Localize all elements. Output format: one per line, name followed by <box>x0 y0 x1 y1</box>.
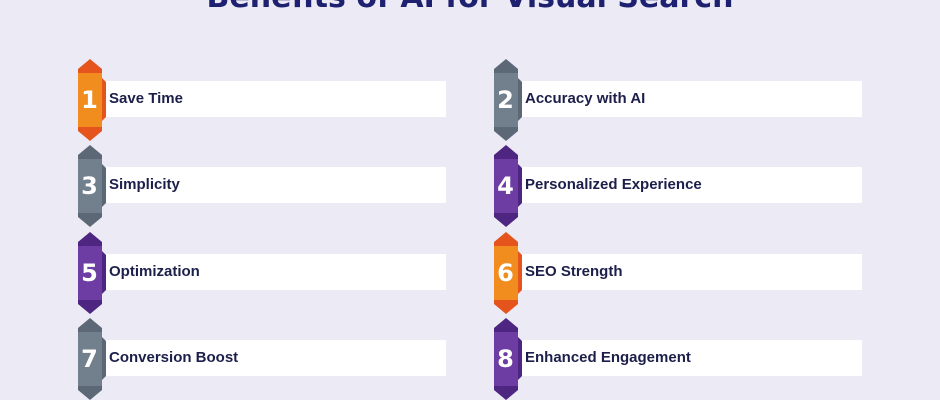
number-marker <box>78 59 106 141</box>
benefit-item-3: 3 Simplicity <box>78 145 448 227</box>
benefit-label: Enhanced Engagement <box>525 349 691 366</box>
benefit-item-4: 4 Personalized Experience <box>494 145 864 227</box>
benefit-number: 8 <box>497 345 514 373</box>
benefit-number: 5 <box>81 259 98 287</box>
number-marker <box>494 59 522 141</box>
page-title: Benefits of AI for Visual Search <box>0 0 940 16</box>
benefit-number: 1 <box>81 86 98 114</box>
benefit-bar <box>104 340 446 376</box>
benefit-label: Simplicity <box>109 176 180 193</box>
benefit-number: 3 <box>81 172 98 200</box>
benefit-bar <box>520 254 862 290</box>
benefit-number: 4 <box>497 172 514 200</box>
benefit-label: Conversion Boost <box>109 349 239 366</box>
number-marker <box>78 318 106 400</box>
benefit-label: SEO Strength <box>525 263 623 280</box>
benefit-label: Save Time <box>109 90 183 107</box>
benefit-number: 7 <box>81 345 98 373</box>
benefit-item-8: 8 Enhanced Engagement <box>494 318 864 400</box>
number-marker <box>494 145 522 227</box>
benefit-item-2: 2 Accuracy with AI <box>494 59 864 141</box>
benefit-label: Accuracy with AI <box>525 90 646 107</box>
benefit-label: Optimization <box>109 263 200 280</box>
benefit-bar <box>104 81 446 117</box>
benefit-item-6: 6 SEO Strength <box>494 232 864 314</box>
benefit-item-1: 1 Save Time <box>78 59 448 141</box>
benefit-bar <box>520 340 862 376</box>
benefit-bar <box>104 167 446 203</box>
number-marker <box>494 232 522 314</box>
benefit-label: Personalized Experience <box>525 176 702 193</box>
number-marker <box>78 232 106 314</box>
number-marker <box>494 318 522 400</box>
benefit-item-7: 7 Conversion Boost <box>78 318 448 400</box>
benefit-number: 6 <box>497 259 514 287</box>
benefit-item-5: 5 Optimization <box>78 232 448 314</box>
benefit-bar <box>104 254 446 290</box>
benefit-bar <box>520 81 862 117</box>
benefit-number: 2 <box>497 86 514 114</box>
number-marker <box>78 145 106 227</box>
benefit-bar <box>520 167 862 203</box>
